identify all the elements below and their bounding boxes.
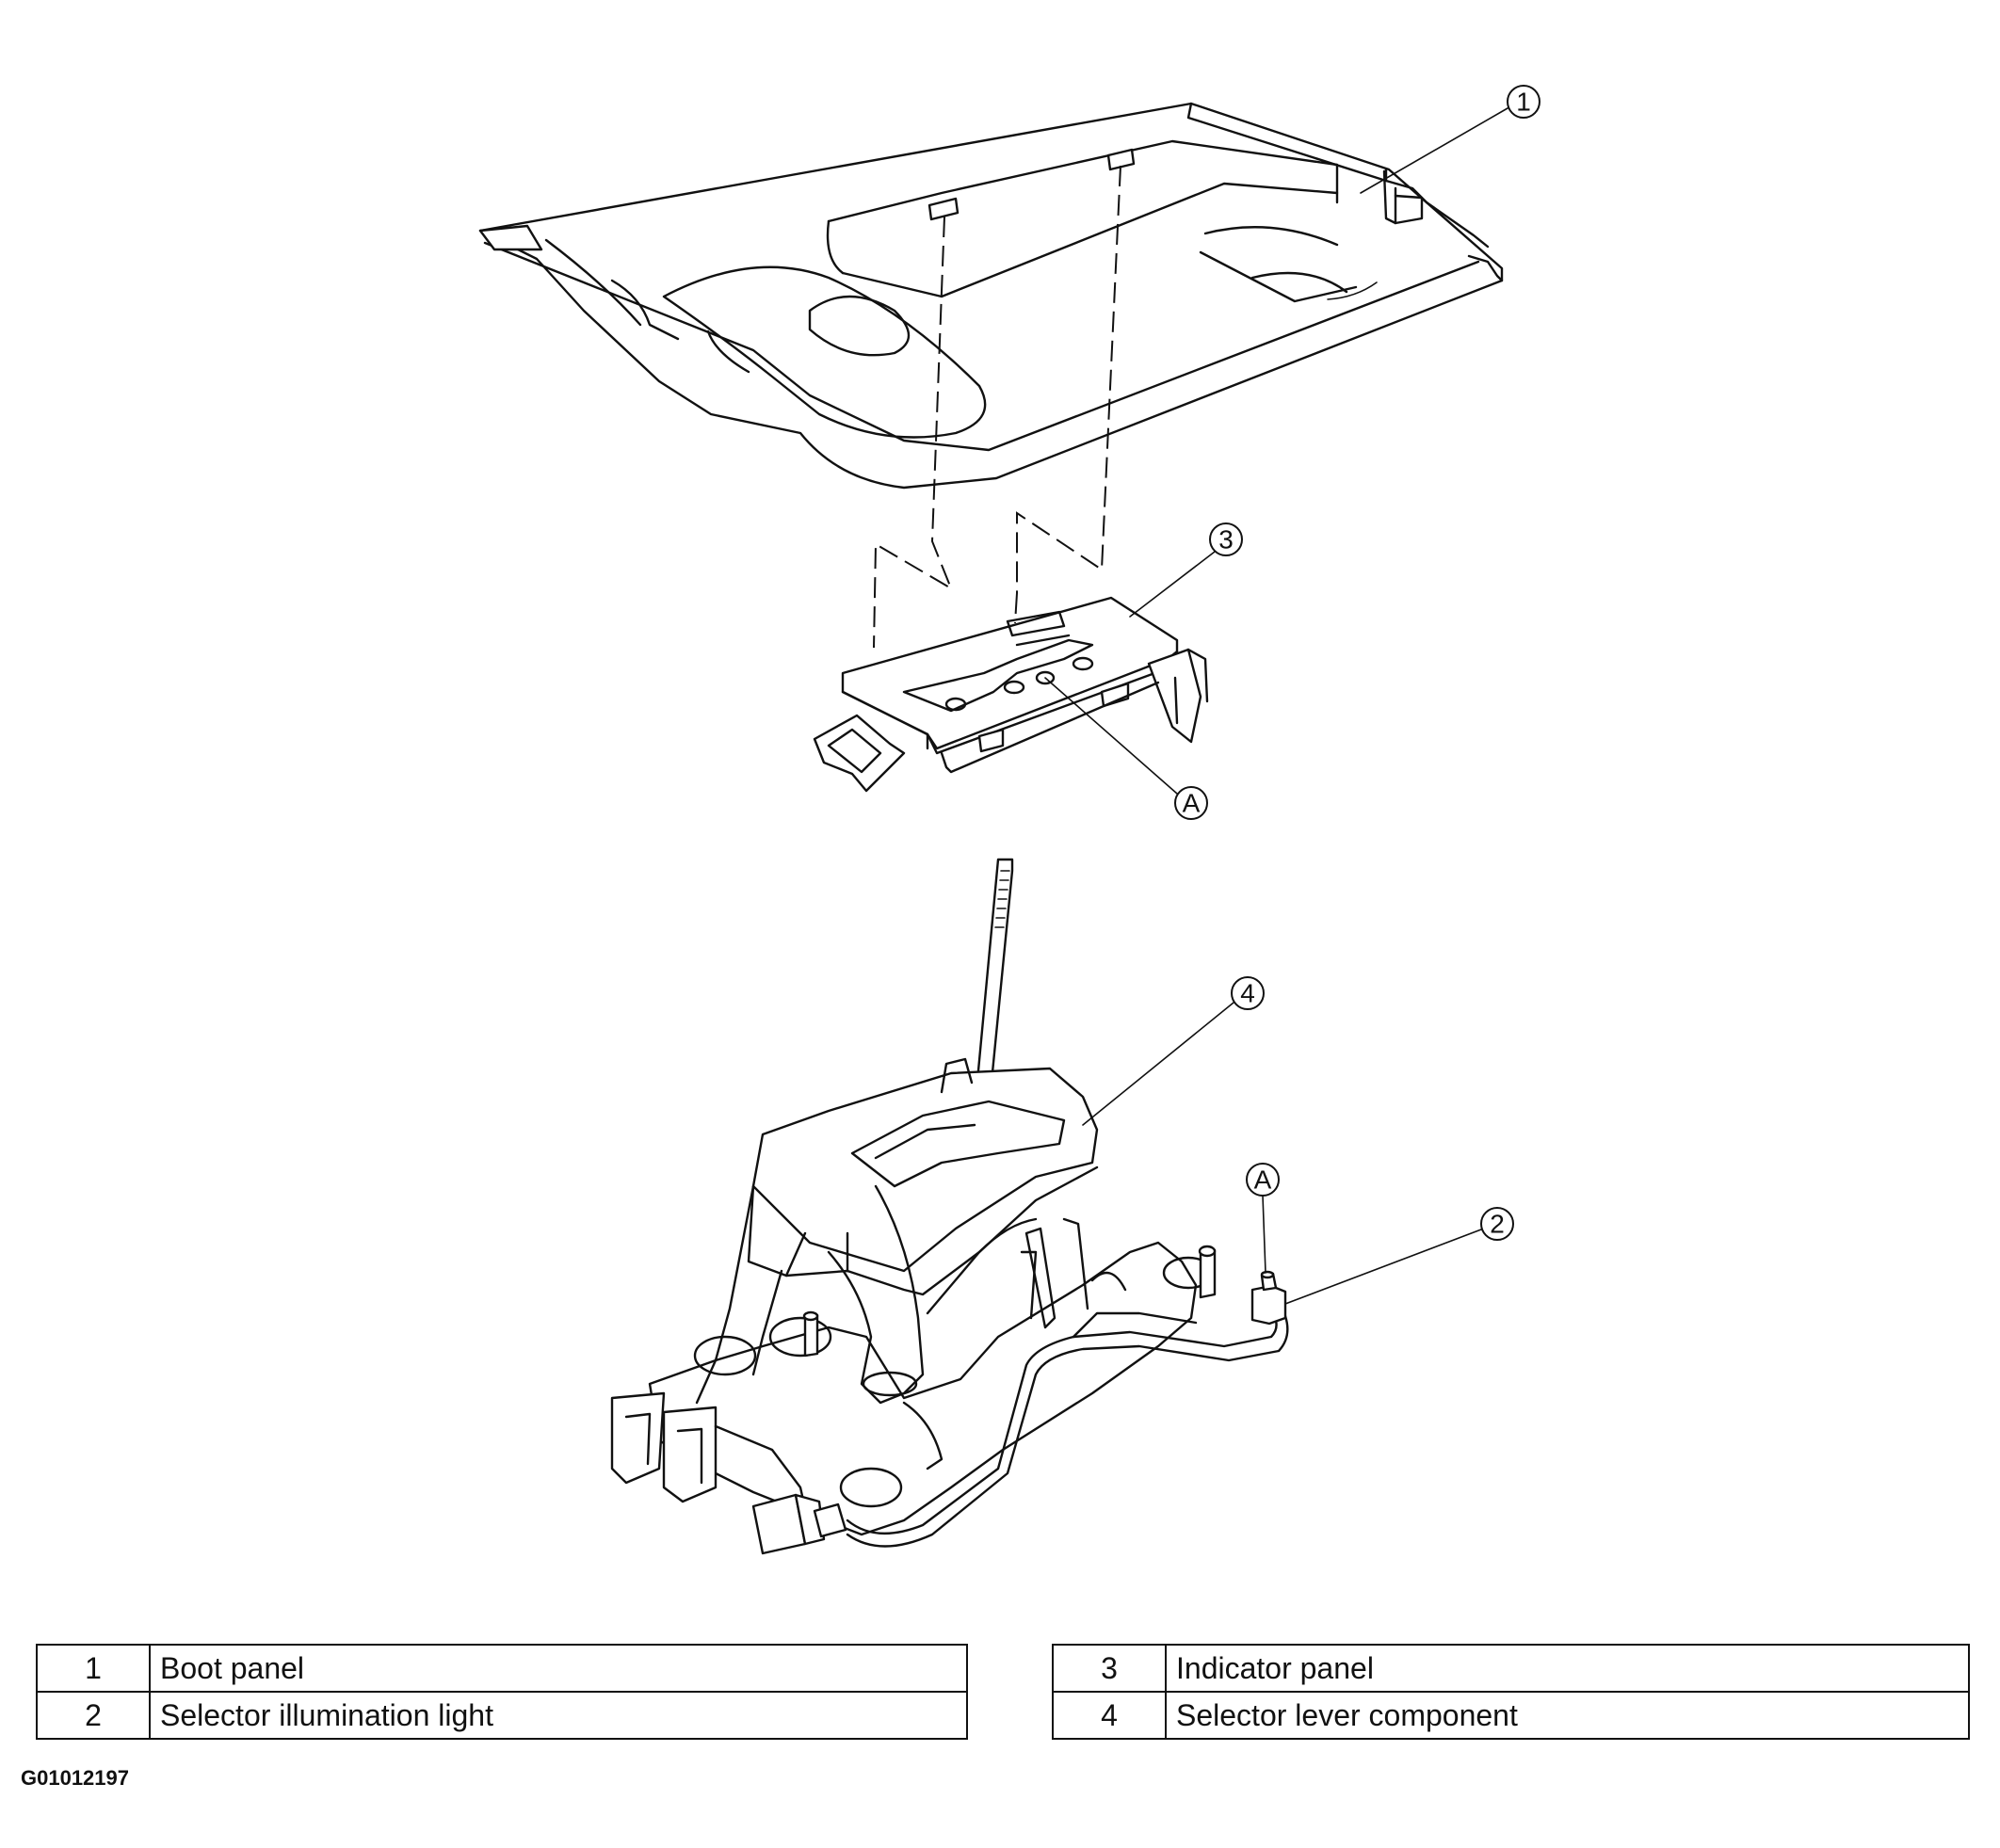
callout-1: 1 xyxy=(1507,85,1540,119)
svg-text:1: 1 xyxy=(1516,88,1531,117)
indicator-panel-drawing xyxy=(813,596,1209,793)
svg-text:3: 3 xyxy=(1218,525,1234,554)
leader-line-4 xyxy=(1082,1002,1234,1126)
legend-number: 3 xyxy=(1052,1644,1167,1693)
figure-code: G01012197 xyxy=(21,1766,129,1790)
boot-panel-drawing xyxy=(478,102,1504,490)
legend-label: Boot panel xyxy=(149,1644,968,1693)
legend-label: Selector illumination light xyxy=(149,1691,968,1740)
legend-label: Indicator panel xyxy=(1165,1644,1970,1693)
callout-a-upper: A xyxy=(1174,786,1208,820)
svg-text:2: 2 xyxy=(1490,1210,1505,1239)
legend-row: 1 Boot panel xyxy=(36,1644,968,1693)
legend-table-right: 3 Indicator panel 4 Selector lever compo… xyxy=(1052,1644,1970,1740)
svg-text:A: A xyxy=(1254,1165,1272,1195)
leader-line-3 xyxy=(1129,551,1216,618)
legend-number: 2 xyxy=(36,1691,151,1740)
legend-number: 1 xyxy=(36,1644,151,1693)
svg-text:A: A xyxy=(1183,789,1201,818)
legend-row: 2 Selector illumination light xyxy=(36,1691,968,1740)
callout-a-lower: A xyxy=(1246,1163,1280,1197)
leader-line-a-lower xyxy=(1262,1195,1266,1274)
selector-lever-drawing xyxy=(610,858,1289,1555)
legend-table-left: 1 Boot panel 2 Selector illumination lig… xyxy=(36,1644,968,1740)
leader-line-1 xyxy=(1360,107,1508,194)
legend-row: 4 Selector lever component xyxy=(1052,1691,1970,1740)
svg-text:4: 4 xyxy=(1240,979,1255,1008)
legend-label: Selector lever component xyxy=(1165,1691,1970,1740)
legend-number: 4 xyxy=(1052,1691,1167,1740)
leader-line-2 xyxy=(1284,1229,1482,1305)
leader-line-a-upper xyxy=(1044,677,1178,795)
callout-2: 2 xyxy=(1480,1207,1514,1241)
callout-3: 3 xyxy=(1209,522,1243,556)
mounting-guide-lines xyxy=(873,165,1121,649)
legend-row: 3 Indicator panel xyxy=(1052,1644,1970,1693)
callout-4: 4 xyxy=(1231,976,1265,1010)
